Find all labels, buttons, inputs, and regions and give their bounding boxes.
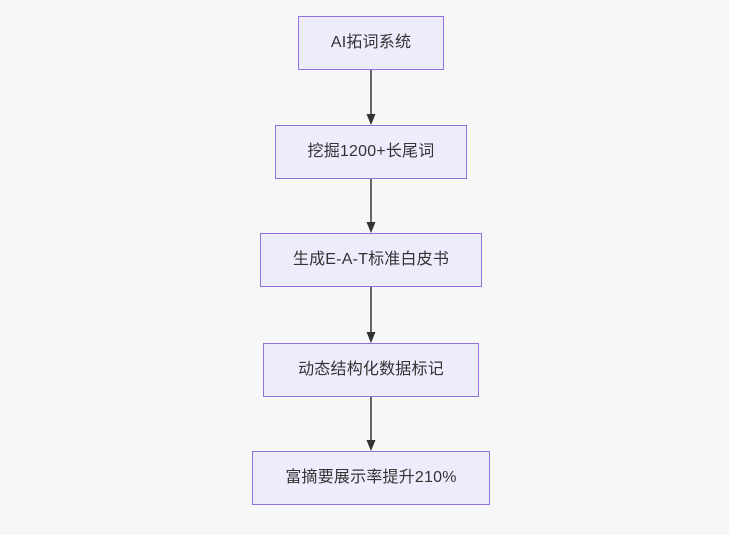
flow-node-label: 生成E-A-T标准白皮书 [292,251,450,269]
flow-node-rich-snippet-impression-lift[interactable]: 富摘要展示率提升210% [252,451,490,505]
flow-edge-2 [366,179,376,233]
flow-edge-1 [366,70,376,125]
flow-node-label: 挖掘1200+长尾词 [307,143,435,161]
flow-node-generate-eat-whitepaper[interactable]: 生成E-A-T标准白皮书 [260,233,482,287]
flow-edge-4 [366,397,376,451]
flow-edge-3 [366,287,376,343]
flow-node-ai-keyword-system[interactable]: AI拓词系统 [298,16,444,70]
flow-node-label: 动态结构化数据标记 [298,361,444,379]
flow-node-label: 富摘要展示率提升210% [285,469,457,487]
flow-node-dynamic-structured-data-markup[interactable]: 动态结构化数据标记 [263,343,479,397]
flow-node-label: AI拓词系统 [330,34,412,52]
flow-node-mine-longtail-keywords[interactable]: 挖掘1200+长尾词 [275,125,467,179]
